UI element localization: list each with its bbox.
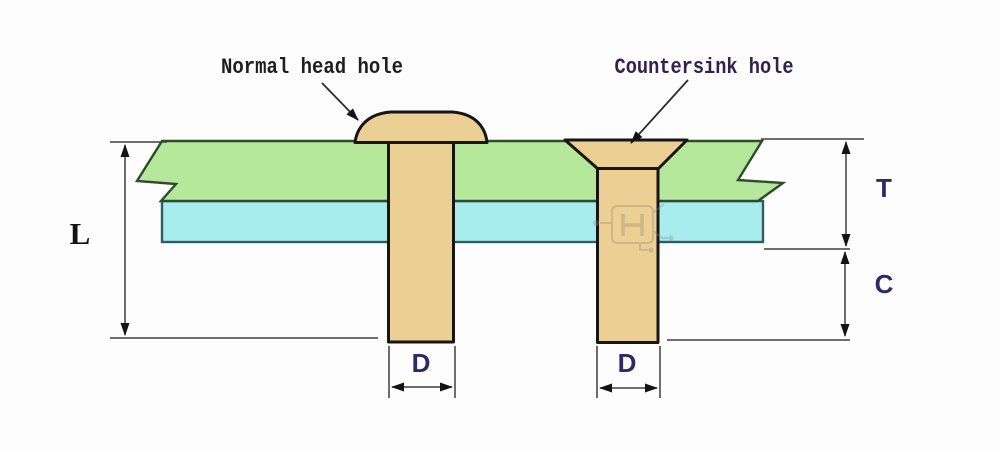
dimension-D-right: D <box>596 346 661 398</box>
watermark-trace-right <box>652 230 668 239</box>
watermark-node-left <box>592 219 600 227</box>
rivet-normal-dome-head <box>353 110 489 144</box>
callout-countersink: Countersink hole <box>615 55 794 144</box>
leader-arrow-countersink <box>630 79 689 144</box>
callout-normal-head: Normal head hole <box>221 55 403 121</box>
label-countersink-hole: Countersink hole <box>615 55 794 80</box>
rivet-countersunk-head <box>563 138 689 170</box>
rivet-normal-head <box>353 110 489 344</box>
dim-label-T: T <box>876 173 892 203</box>
dimension-D-left: D <box>388 346 456 398</box>
dimension-C: C <box>667 251 894 341</box>
dim-label-D-right: D <box>618 348 637 378</box>
dimension-T: T <box>761 138 892 250</box>
dim-label-L: L <box>70 216 91 251</box>
rivet-countersunk <box>563 138 689 344</box>
watermark-trace-bottom <box>639 243 648 251</box>
watermark-chip-outline <box>611 205 654 244</box>
rivet-countersunk-shank <box>596 167 660 344</box>
plate-top <box>134 139 787 203</box>
watermark-letter-H-strokes <box>621 214 644 236</box>
label-normal-head-hole: Normal head hole <box>221 55 403 80</box>
watermark-node-bottom <box>648 247 654 253</box>
plate-bottom <box>160 199 765 244</box>
watermark-logo <box>592 203 674 253</box>
plate-stack <box>134 139 787 244</box>
dim-label-C: C <box>875 269 894 299</box>
dimension-L: L <box>70 141 378 339</box>
leader-arrow-normal <box>321 82 359 121</box>
dim-label-D-left: D <box>412 348 431 378</box>
rivet-normal-shank <box>387 140 455 344</box>
watermark-node-right <box>668 235 674 241</box>
watermark-trace-topright <box>652 203 665 214</box>
